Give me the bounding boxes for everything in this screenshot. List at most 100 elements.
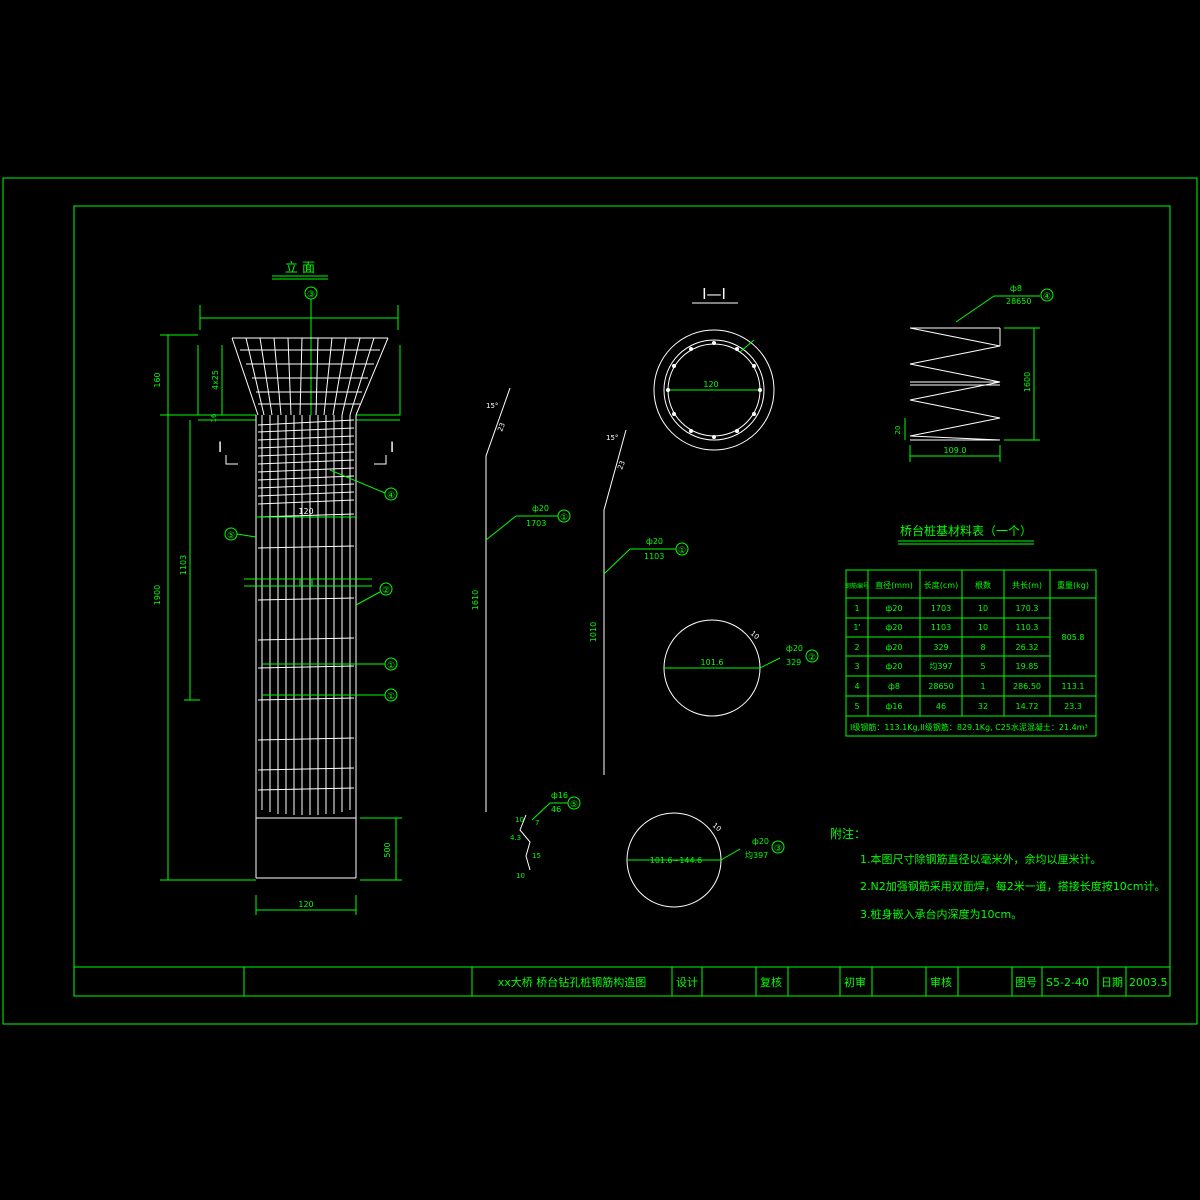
- svg-text:①: ①: [678, 546, 686, 556]
- svg-text:10: 10: [711, 821, 723, 833]
- svg-text:10: 10: [749, 629, 761, 641]
- svg-text:1900: 1900: [153, 585, 162, 605]
- table-title: 桥台桩基材料表（一个）: [900, 523, 1032, 538]
- material-table: 桥台桩基材料表（一个） 钢筋编号 直径(mm) 长度(cm) 根数 共长(m) …: [845, 523, 1097, 737]
- svg-text:设计: 设计: [676, 976, 698, 989]
- svg-text:7: 7: [535, 819, 539, 827]
- svg-text:长度(cm): 长度(cm): [924, 580, 958, 590]
- note-1: 1.本图尺寸除钢筋直径以毫米外，余均以厘米计。: [860, 852, 1102, 866]
- svg-text:根数: 根数: [975, 580, 991, 590]
- svg-text:10: 10: [515, 816, 524, 824]
- svg-text:10: 10: [516, 872, 525, 880]
- svg-text:32: 32: [978, 702, 988, 711]
- svg-text:160: 160: [153, 372, 162, 387]
- svg-text:5: 5: [980, 662, 985, 671]
- section-title: I—I: [702, 285, 726, 303]
- svg-text:ф20: ф20: [885, 662, 902, 671]
- svg-text:805.8: 805.8: [1062, 633, 1085, 642]
- svg-text:19.85: 19.85: [1016, 662, 1039, 671]
- svg-text:28650: 28650: [928, 682, 953, 691]
- svg-text:4x25: 4x25: [211, 370, 220, 390]
- callout-5: ⑤: [227, 531, 235, 541]
- svg-text:286.50: 286.50: [1013, 682, 1041, 691]
- section-view: I—I 120: [653, 285, 775, 451]
- svg-text:1': 1': [853, 623, 860, 632]
- svg-text:120: 120: [298, 507, 313, 516]
- svg-text:⑤: ⑤: [570, 800, 578, 810]
- svg-text:均397: 均397: [745, 850, 768, 860]
- svg-text:170.3: 170.3: [1016, 604, 1039, 613]
- svg-text:③: ③: [774, 844, 782, 854]
- svg-text:图号: 图号: [1015, 976, 1037, 989]
- drawing-date: 2003.5: [1129, 976, 1168, 989]
- svg-text:1: 1: [854, 604, 859, 613]
- svg-text:329: 329: [786, 658, 801, 667]
- svg-text:101.6: 101.6: [701, 658, 724, 667]
- svg-text:ф20: ф20: [646, 537, 663, 546]
- svg-text:ф8: ф8: [888, 682, 900, 691]
- bar-3-hoop: 101.6~144.6 10 ф20 均397 ③: [626, 812, 785, 908]
- drawing-number: S5-2-40: [1046, 976, 1089, 989]
- notes: 附注： 1.本图尺寸除钢筋直径以毫米外，余均以厘米计。 2.N2加强钢筋采用双面…: [830, 826, 1165, 921]
- spiral-bar-4: ф8 28650 ④ 1600 20 109.0: [894, 284, 1054, 462]
- svg-text:109.0: 109.0: [944, 446, 967, 455]
- svg-text:ф20: ф20: [885, 623, 902, 632]
- svg-text:ф8: ф8: [1010, 284, 1022, 293]
- outer-frame: [2, 177, 1198, 1025]
- svg-text:500: 500: [383, 842, 392, 857]
- svg-text:1103: 1103: [644, 552, 664, 561]
- svg-text:15°: 15°: [606, 434, 618, 442]
- notes-title: 附注：: [830, 826, 866, 841]
- svg-text:1010: 1010: [589, 622, 598, 642]
- svg-text:日期: 日期: [1101, 976, 1123, 989]
- svg-text:1103: 1103: [179, 555, 188, 575]
- svg-text:10: 10: [978, 623, 988, 632]
- table-footer: I级钢筋：113.1Kg,II级钢筋：829.1Kg, C25水泥混凝土：21.…: [850, 722, 1088, 732]
- svg-text:ф16: ф16: [885, 702, 902, 711]
- svg-text:审核: 审核: [930, 975, 952, 989]
- bar-5-detail: 10 4.3 15 10 7 ф16 46 ⑤: [510, 791, 581, 880]
- svg-text:共长(m): 共长(m): [1012, 580, 1042, 590]
- svg-text:329: 329: [933, 643, 948, 652]
- callout-3-top: ③: [307, 290, 315, 300]
- bar-2-hoop: 101.6 10 ф20 329 ②: [663, 619, 819, 717]
- svg-text:15°: 15°: [486, 402, 498, 410]
- svg-text:ф16: ф16: [551, 791, 568, 800]
- inner-frame: [73, 205, 1171, 997]
- section-mark-left: I: [218, 440, 222, 456]
- svg-text:10: 10: [978, 604, 988, 613]
- svg-text:14.72: 14.72: [1016, 702, 1039, 711]
- svg-text:23: 23: [496, 422, 507, 433]
- svg-text:26.32: 26.32: [1016, 643, 1039, 652]
- svg-text:23.3: 23.3: [1064, 702, 1082, 711]
- svg-text:④: ④: [1043, 292, 1051, 302]
- svg-text:复核: 复核: [760, 975, 782, 989]
- title-block: xx大桥 桥台钻孔桩钢筋构造图 设计 复核 初审 审核 图号 S5-2-40 日…: [74, 966, 1170, 996]
- callout-2: ②: [382, 586, 390, 596]
- svg-text:均397: 均397: [929, 661, 952, 671]
- svg-text:ф20: ф20: [786, 644, 803, 653]
- svg-text:101.6~144.6: 101.6~144.6: [650, 856, 703, 865]
- note-3: 3.桩身嵌入承台内深度为10cm。: [860, 907, 1022, 921]
- svg-text:1703: 1703: [931, 604, 951, 613]
- svg-text:4.3: 4.3: [510, 834, 521, 842]
- callout-1b: ①: [387, 692, 395, 702]
- bar-1-detail: 15° 23 ф20 1703 ① 1610: [471, 387, 571, 812]
- callout-1a: ①: [387, 661, 395, 671]
- svg-text:120: 120: [298, 900, 313, 909]
- drawing-title: xx大桥 桥台钻孔桩钢筋构造图: [498, 975, 647, 989]
- svg-text:120: 120: [703, 380, 718, 389]
- svg-text:1703: 1703: [526, 519, 546, 528]
- bar-1prime-detail: 15° 23 ф20 1103 ① 1010: [589, 429, 689, 775]
- svg-text:113.1: 113.1: [1062, 682, 1085, 691]
- elevation-title: 立 面: [285, 261, 315, 276]
- svg-text:1: 1: [980, 682, 985, 691]
- svg-text:ф20: ф20: [885, 643, 902, 652]
- section-mark-right: I: [390, 440, 394, 456]
- svg-text:①: ①: [560, 513, 568, 523]
- svg-text:2: 2: [854, 643, 859, 652]
- svg-text:ф20: ф20: [885, 604, 902, 613]
- svg-text:8: 8: [980, 643, 985, 652]
- svg-text:110.3: 110.3: [1016, 623, 1039, 632]
- svg-text:1610: 1610: [471, 590, 480, 610]
